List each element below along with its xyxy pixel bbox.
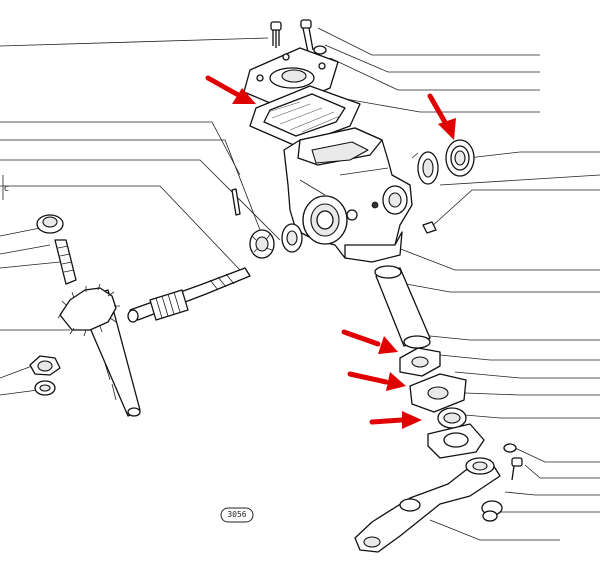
drop-arm (354, 457, 503, 553)
gasket (249, 85, 361, 147)
lower-seal-callout-arrow (369, 411, 422, 429)
lock-washer (29, 355, 61, 376)
cotter-pin (231, 188, 241, 216)
steering-box-housing (283, 127, 413, 263)
sector-shaft (57, 283, 141, 417)
worm-bearing (281, 223, 303, 253)
shim-plate-callout-arrow (347, 371, 406, 391)
adjusting-screw (36, 214, 77, 285)
adjuster-nut (249, 229, 275, 259)
lower-seal (427, 407, 485, 459)
gasket-callout-arrow (205, 75, 256, 104)
tab-washer (399, 347, 441, 377)
svg-text:c: c (4, 184, 9, 194)
page-edge-mark: c (2, 175, 9, 200)
pinch-bolt (503, 443, 523, 481)
worm-shaft (127, 267, 251, 323)
tab-washer-callout-arrow (341, 329, 398, 354)
bearing-right (411, 151, 439, 185)
shim-plate (409, 373, 467, 413)
figure-number-badge (220, 507, 254, 523)
flat-washer (34, 380, 56, 396)
oil-seal (445, 139, 475, 177)
plug (422, 221, 437, 234)
bushing-tube (374, 265, 431, 349)
cover-bolts (270, 19, 327, 55)
leader-lines (0, 27, 600, 541)
oil-seal-callout-arrow (427, 93, 456, 140)
figure-number-text: 3056 (227, 510, 247, 519)
